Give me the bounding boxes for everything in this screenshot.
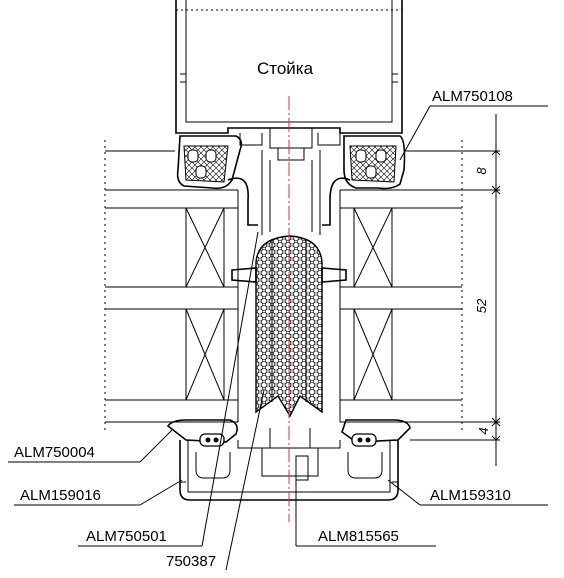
bottom-gasket-right: [341, 419, 411, 447]
label-alm159310: ALM159310: [430, 487, 511, 504]
dimension-top: 8: [474, 167, 489, 175]
leader-lines: [8, 105, 548, 571]
glazing-left: [104, 140, 239, 430]
dimension-lines: [404, 114, 501, 466]
label-alm159016: ALM159016: [20, 487, 101, 504]
dimension-bottom: 4: [476, 427, 491, 434]
label-alm815565: ALM815565: [318, 528, 399, 545]
label-alm750501: ALM750501: [86, 528, 167, 545]
top-gasket-right: [322, 135, 406, 226]
bottom-gasket-left: [166, 419, 238, 447]
mullion-title: Стойка: [257, 59, 314, 78]
label-alm750108: ALM750108: [432, 88, 513, 105]
top-gasket-left: [176, 135, 258, 226]
label-750387: 750387: [166, 553, 216, 570]
glazing-right: [339, 140, 463, 430]
dimension-middle: 52: [474, 298, 489, 313]
mullion-profile: [175, 0, 403, 235]
label-alm750004: ALM750004: [14, 444, 95, 461]
